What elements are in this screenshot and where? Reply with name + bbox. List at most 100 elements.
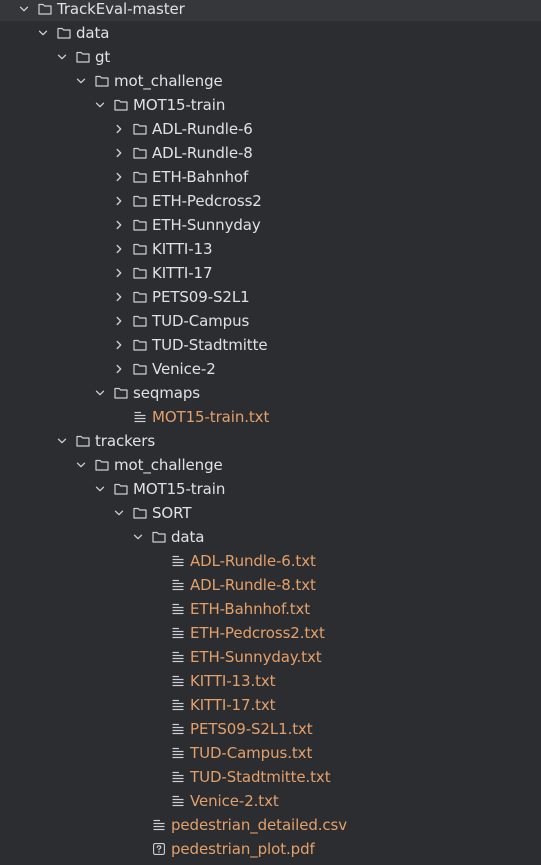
folder-name: trackers [95, 432, 156, 450]
tree-folder-row[interactable]: mot_challenge [0, 69, 541, 93]
tree-folder-row[interactable]: ADL-Rundle-6 [0, 117, 541, 141]
folder-icon [38, 2, 52, 16]
tree-file-row[interactable]: PETS09-S2L1.txt [0, 717, 541, 741]
folder-icon [133, 266, 147, 280]
chevron-right-icon[interactable] [113, 123, 125, 135]
folder-name: data [76, 24, 110, 42]
tree-folder-row[interactable]: ETH-Bahnhof [0, 165, 541, 189]
tree-file-row[interactable]: MOT15-train.txt [0, 405, 541, 429]
folder-name: gt [95, 48, 111, 66]
tree-file-row[interactable]: TUD-Campus.txt [0, 741, 541, 765]
folder-icon [133, 338, 147, 352]
text-file-icon [171, 770, 185, 784]
chevron-down-icon[interactable] [37, 27, 49, 39]
chevron-down-icon[interactable] [94, 483, 106, 495]
tree-folder-row[interactable]: gt [0, 45, 541, 69]
text-file-icon [171, 698, 185, 712]
tree-file-row[interactable]: KITTI-17.txt [0, 693, 541, 717]
chevron-right-icon[interactable] [113, 267, 125, 279]
chevron-right-icon[interactable] [113, 147, 125, 159]
folder-icon [133, 506, 147, 520]
tree-file-row[interactable]: ETH-Pedcross2.txt [0, 621, 541, 645]
chevron-down-icon[interactable] [132, 531, 144, 543]
file-name: KITTI-17.txt [190, 696, 276, 714]
folder-name: mot_challenge [114, 72, 223, 90]
tree-folder-row[interactable]: MOT15-train [0, 93, 541, 117]
tree-folder-row[interactable]: seqmaps [0, 381, 541, 405]
tree-file-row[interactable]: pedestrian_plot.pdf [0, 837, 541, 861]
folder-icon [76, 434, 90, 448]
chevron-right-icon[interactable] [113, 363, 125, 375]
tree-folder-row[interactable]: mot_challenge [0, 453, 541, 477]
tree-folder-row[interactable]: data [0, 525, 541, 549]
chevron-down-icon[interactable] [94, 99, 106, 111]
tree-file-row[interactable]: Venice-2.txt [0, 789, 541, 813]
tree-folder-row[interactable]: MOT15-train [0, 477, 541, 501]
file-name: pedestrian_plot.pdf [171, 840, 315, 858]
tree-folder-row[interactable]: KITTI-13 [0, 237, 541, 261]
file-name: ETH-Sunnyday.txt [190, 648, 322, 666]
folder-name: MOT15-train [133, 96, 226, 114]
folder-name: Venice-2 [152, 360, 216, 378]
tree-file-row[interactable]: TUD-Stadtmitte.txt [0, 765, 541, 789]
chevron-right-icon[interactable] [113, 243, 125, 255]
folder-icon [133, 122, 147, 136]
chevron-right-icon[interactable] [113, 219, 125, 231]
tree-file-row[interactable]: ADL-Rundle-6.txt [0, 549, 541, 573]
file-name: ADL-Rundle-8.txt [190, 576, 316, 594]
text-file-icon [171, 554, 185, 568]
file-name: ETH-Bahnhof.txt [190, 600, 311, 618]
folder-icon [114, 386, 128, 400]
tree-folder-row[interactable]: TUD-Campus [0, 309, 541, 333]
chevron-right-icon[interactable] [113, 195, 125, 207]
chevron-down-icon[interactable] [56, 51, 68, 63]
file-name: TUD-Stadtmitte.txt [190, 768, 331, 786]
file-name: KITTI-13.txt [190, 672, 276, 690]
folder-icon [133, 218, 147, 232]
folder-name: ADL-Rundle-6 [152, 120, 253, 138]
folder-icon [95, 74, 109, 88]
folder-name: PETS09-S2L1 [152, 288, 250, 306]
folder-icon [133, 290, 147, 304]
text-file-icon [171, 722, 185, 736]
chevron-down-icon[interactable] [75, 75, 87, 87]
tree-folder-row[interactable]: trackers [0, 429, 541, 453]
tree-folder-row[interactable]: TUD-Stadtmitte [0, 333, 541, 357]
chevron-down-icon[interactable] [94, 387, 106, 399]
file-name: PETS09-S2L1.txt [190, 720, 313, 738]
tree-folder-row[interactable]: data [0, 21, 541, 45]
folder-icon [114, 482, 128, 496]
file-name: Venice-2.txt [190, 792, 279, 810]
tree-folder-row[interactable]: PETS09-S2L1 [0, 285, 541, 309]
folder-name: ADL-Rundle-8 [152, 144, 253, 162]
tree-file-row[interactable]: pedestrian_detailed.csv [0, 813, 541, 837]
tree-folder-row[interactable]: ETH-Sunnyday [0, 213, 541, 237]
chevron-down-icon[interactable] [113, 507, 125, 519]
folder-icon [133, 314, 147, 328]
tree-file-row[interactable]: ETH-Sunnyday.txt [0, 645, 541, 669]
chevron-down-icon[interactable] [75, 459, 87, 471]
text-file-icon [171, 602, 185, 616]
tree-file-row[interactable]: KITTI-13.txt [0, 669, 541, 693]
tree-folder-row[interactable]: TrackEval-master [0, 0, 541, 21]
chevron-right-icon[interactable] [113, 339, 125, 351]
tree-folder-row[interactable]: KITTI-17 [0, 261, 541, 285]
folder-icon [133, 194, 147, 208]
chevron-right-icon[interactable] [113, 315, 125, 327]
tree-folder-row[interactable]: SORT [0, 501, 541, 525]
chevron-down-icon[interactable] [56, 435, 68, 447]
tree-folder-row[interactable]: ADL-Rundle-8 [0, 141, 541, 165]
chevron-right-icon[interactable] [113, 171, 125, 183]
tree-file-row[interactable]: ETH-Bahnhof.txt [0, 597, 541, 621]
file-name: ETH-Pedcross2.txt [190, 624, 325, 642]
text-file-icon [133, 410, 147, 424]
file-name: MOT15-train.txt [152, 408, 270, 426]
chevron-right-icon[interactable] [113, 291, 125, 303]
chevron-down-icon[interactable] [18, 3, 30, 15]
unknown-file-icon [152, 842, 166, 856]
tree-file-row[interactable]: ADL-Rundle-8.txt [0, 573, 541, 597]
tree-folder-row[interactable]: Venice-2 [0, 357, 541, 381]
folder-name: TUD-Stadtmitte [152, 336, 268, 354]
tree-folder-row[interactable]: ETH-Pedcross2 [0, 189, 541, 213]
folder-name: ETH-Bahnhof [152, 168, 249, 186]
